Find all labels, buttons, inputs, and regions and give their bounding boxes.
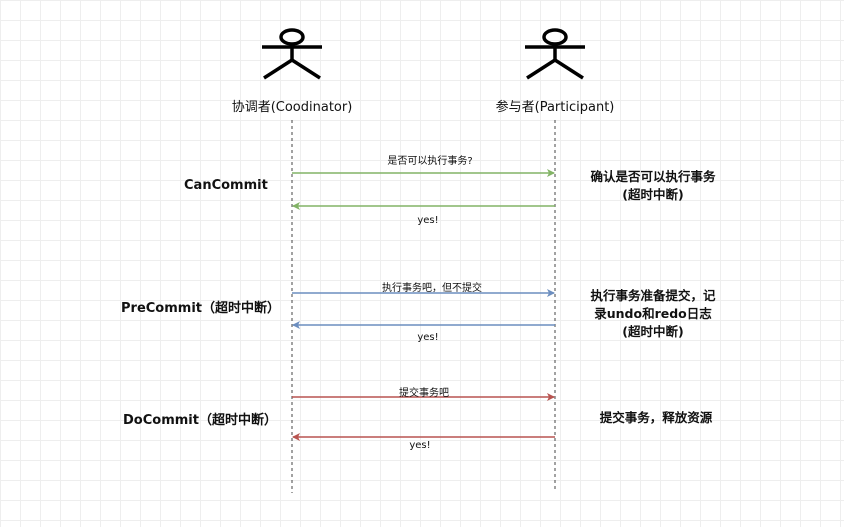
docommit-action-line1: 提交事务，释放资源 xyxy=(599,410,713,425)
cancommit-action-line2: (超时中断) xyxy=(622,187,684,202)
precommit-phase-label: PreCommit（超时中断） xyxy=(121,301,280,316)
docommit-request-label: 提交事务吧 xyxy=(399,388,449,399)
precommit-action-line3: (超时中断) xyxy=(622,324,684,339)
coordinator-label: 协调者(Coodinator) xyxy=(231,100,353,115)
participant-label: 参与者(Participant) xyxy=(495,100,615,115)
participant-actor-icon xyxy=(525,28,585,80)
cancommit-participant-action: 确认是否可以执行事务 (超时中断) xyxy=(578,168,728,204)
docommit-participant-action: 提交事务，释放资源 xyxy=(581,409,731,427)
docommit-reply-label: yes! xyxy=(409,440,431,451)
cancommit-request-label: 是否可以执行事务? xyxy=(387,156,473,167)
coordinator-actor-icon xyxy=(262,28,322,80)
cancommit-reply-label: yes! xyxy=(417,215,439,226)
precommit-action-line2: 录undo和redo日志 xyxy=(594,306,712,321)
precommit-action-line1: 执行事务准备提交，记 xyxy=(590,288,716,303)
cancommit-phase-label: CanCommit xyxy=(184,178,268,193)
docommit-phase-label: DoCommit（超时中断） xyxy=(123,413,277,428)
precommit-reply-label: yes! xyxy=(417,332,439,343)
precommit-participant-action: 执行事务准备提交，记 录undo和redo日志 (超时中断) xyxy=(573,287,733,341)
cancommit-action-line1: 确认是否可以执行事务 xyxy=(590,169,716,184)
precommit-request-label: 执行事务吧，但不提交 xyxy=(382,283,482,294)
